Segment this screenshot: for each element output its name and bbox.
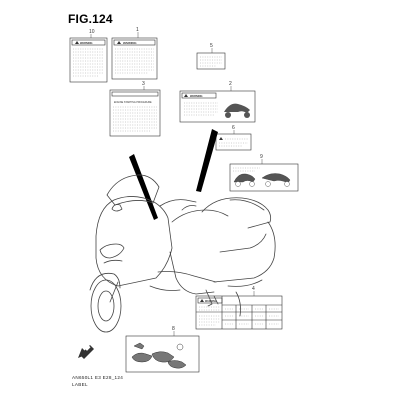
label-4-sticker <box>196 52 226 70</box>
callout-1: 1 <box>136 27 139 33</box>
callout-3: 3 <box>142 81 145 87</box>
callout-6: 6 <box>232 125 235 131</box>
warning-triangle-icon <box>75 41 79 44</box>
scooter-graphic-icon <box>233 173 291 187</box>
warning-triangle-icon <box>184 94 188 97</box>
figure-label: LABEL <box>72 382 88 387</box>
label-6-sticker <box>215 133 252 151</box>
label-1-sticker <box>111 37 158 80</box>
figure-title: FIG.124 <box>68 12 113 26</box>
warning-triangle-icon <box>219 137 223 140</box>
warning-triangle-icon <box>117 41 121 44</box>
label-10-sticker <box>69 37 108 83</box>
callout-5: 4 <box>252 286 255 292</box>
callout-2: 2 <box>229 81 232 87</box>
callout-8: 8 <box>172 326 175 332</box>
label-3-heading: ENGINE STARTING PROCEDURE <box>114 101 152 104</box>
warning-triangle-icon <box>200 299 204 302</box>
oil-can-graphic-icon <box>131 342 187 369</box>
callout-10: 10 <box>89 29 95 35</box>
front-arrow-icon <box>78 345 94 359</box>
callout-9: 9 <box>260 154 263 160</box>
bike-silhouette-icon <box>224 103 250 118</box>
label-10-heading: WARNING <box>80 41 93 45</box>
label-2-heading: WARNING <box>190 94 203 98</box>
pointer-wedge-left <box>129 154 158 220</box>
motorcycle-outline <box>89 174 276 333</box>
label-5-sticker <box>195 295 283 330</box>
figure-code: AN650L1 E3 E28_124 <box>72 375 124 380</box>
callout-4: 5 <box>210 43 213 49</box>
pointer-wedge-right <box>196 129 218 192</box>
label-1-heading: WARNING <box>123 41 137 45</box>
